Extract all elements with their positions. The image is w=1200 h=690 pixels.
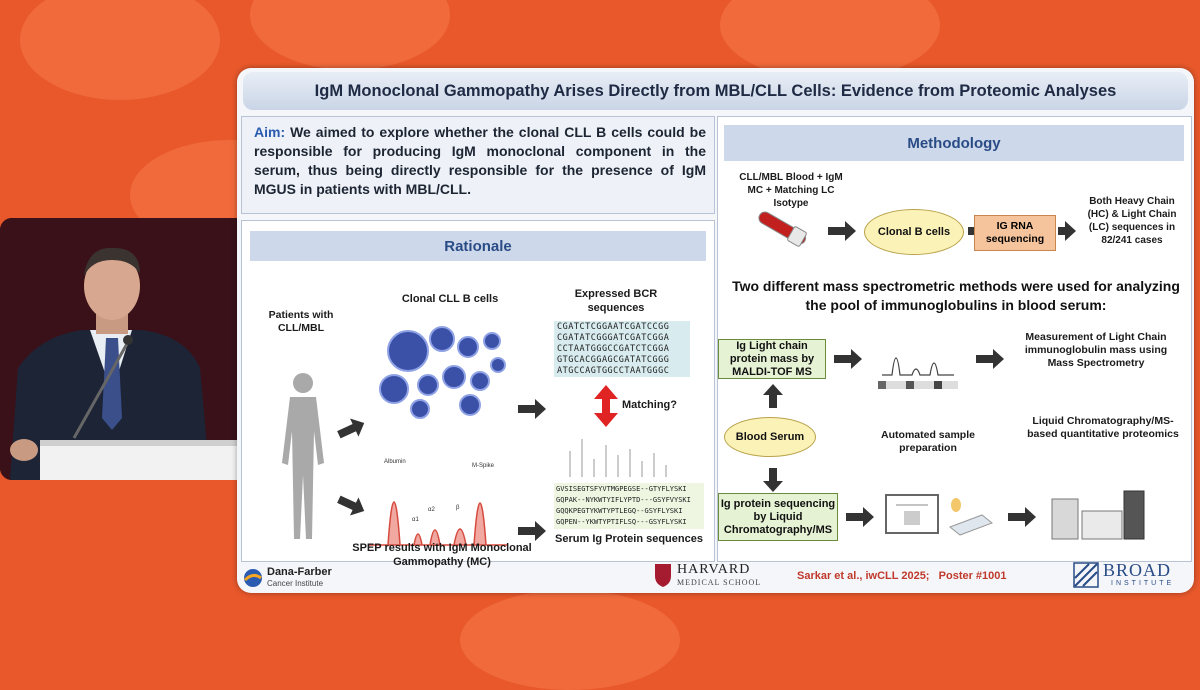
bcr-sequences: CGATCTCGGAATCGATCCGG CGATATCGGGATCGATCGG… [554,321,690,377]
mass-spec-title: Two different mass spectrometric methods… [732,278,1180,313]
background-circle [460,590,680,690]
protein-seq-line: GQQKPEGTYKWTYPTLEGQ--GSYFLYSKI [556,507,683,515]
spep-label: SPEP results with IgM Monoclonal Gammopa… [352,542,532,568]
spep-electropherogram: Albumin α1 α2 β M-Spike [368,459,508,546]
dana-farber-logo-sub: Cancer Institute [267,579,324,588]
blood-serum-oval: Blood Serum [724,417,816,457]
lcms-instrument-icon [1051,490,1145,540]
bcr-seq-line: GTGCACGGAGCGATATCGGG [557,355,670,365]
speaker-video [0,218,250,480]
harvard-logo: HARVARD [677,562,751,577]
bcr-seq-line: CCTAATGGGCCGATCTCGGA [557,344,670,354]
arrow-serum-down [769,468,777,482]
methodology-panel: Methodology CLL/MBL Blood + IgM MC + Mat… [717,116,1192,562]
lc-spectrum-icon [882,357,954,376]
rationale-panel: Rationale Patients with CLL/MBL Clonal C… [241,220,715,568]
arrow-to-lcms [1008,507,1036,527]
spep-peak-label: Albumin [384,459,406,465]
protein-seq-line: GQPAK--NYKWTYIFLYPTD---GSYFVYSKI [556,496,691,504]
bcr-seq-line: CGATCTCGGAATCGATCCGG [557,322,670,332]
arrow-to-clonal [828,221,856,241]
blood-tube-icon [758,211,807,247]
harvard-shield-icon [655,564,671,587]
clonal-b-cells-oval: Clonal B cells [864,209,964,255]
ig-protein-box: Ig protein sequencing by Liquid Chromato… [718,493,838,541]
aim-body: We aimed to explore whether the clonal C… [254,124,706,197]
broad-logo: BROAD [1103,560,1172,580]
spep-peak-label: β [456,505,460,511]
background-circle [250,0,450,70]
spep-peak-label: M-Spike [472,463,495,469]
arrow-to-lc-result [976,349,1004,369]
b-cells-image [379,326,506,419]
bcr-seq-line: CGATATCGGGATCGATCGGA [557,333,670,343]
dana-farber-logo-icon [243,569,262,587]
automated-instrument-icon [885,494,939,534]
hc-lc-label: Both Heavy Chain (HC) & Light Chain (LC)… [1087,196,1177,246]
rationale-header: Rationale [250,231,706,261]
arrow-to-cells [337,423,357,439]
broad-logo-icon [1073,562,1099,588]
bcr-seq-line: ATGCCAGTGGCCTAATGGGC [557,366,670,376]
mass-spec-spectrum-icon [569,439,667,477]
matching-label: Matching? [622,399,677,411]
automated-prep-label: Automated sample preparation [881,429,975,454]
aim-text: Aim: We aimed to explore whether the clo… [254,123,706,199]
protein-sequences: GVSISEGTSFYVTMGPEGSE--GTYFLYSKI GQPAK--N… [554,483,704,529]
sample-plate-icon [949,498,993,536]
protein-seq-line: GQPEN--YKWTYPTIFLSQ---GSYFLYSKI [556,518,687,526]
clonal-cells-label: Clonal CLL B cells [401,293,499,305]
broad-logo-sub: INSTITUTE [1111,580,1175,587]
maldi-box: Ig Light chain protein mass by MALDI-TOF… [718,339,826,379]
speaker-figure [0,218,250,480]
arrow-to-hc-lc [1058,221,1076,241]
human-body-icon [282,373,324,539]
spep-peak-label: α1 [412,517,419,523]
matching-double-arrow-icon [594,385,618,427]
patients-label: Patients with CLL/MBL [268,309,334,334]
spep-peak-label: α2 [428,507,435,513]
harvard-logo-sub: MEDICAL SCHOOL [677,578,762,587]
arrow-to-bcr [518,399,546,419]
arrow-serum-up [769,394,777,408]
bcr-label: Expressed BCR sequences [574,288,658,314]
arrow-to-instrument [846,507,874,527]
blood-sample-label: CLL/MBL Blood + IgM MC + Matching LC Iso… [739,172,843,209]
methodology-header: Methodology [724,125,1184,161]
dana-farber-logo: Dana-Farber [267,566,332,578]
arrow-to-lc-spectrum [834,349,862,369]
presentation-slide: IgM Monoclonal Gammopathy Arises Directl… [237,68,1194,593]
light-chain-result: Measurement of Light Chain immunoglobuli… [1024,331,1168,369]
arrow-to-serum [518,521,546,541]
ig-rna-box: IG RNA sequencing [974,215,1056,251]
slide-title: IgM Monoclonal Gammopathy Arises Directl… [243,72,1188,110]
background-circle [20,0,220,100]
protein-seq-line: GVSISEGTSFYVTMGPEGSE--GTYFLYSKI [556,485,687,493]
arrow-to-spep [337,495,357,511]
citation: Sarkar et al., iwCLL 2025; Poster #1001 [797,570,1007,582]
aim-label: Aim: [254,124,286,140]
gel-strip [878,381,958,389]
serum-protein-label: Serum Ig Protein sequences [555,533,703,545]
aim-panel: Aim: We aimed to explore whether the clo… [241,116,715,214]
lcms-result: Liquid Chromatography/MS-based quantitat… [1027,415,1179,440]
